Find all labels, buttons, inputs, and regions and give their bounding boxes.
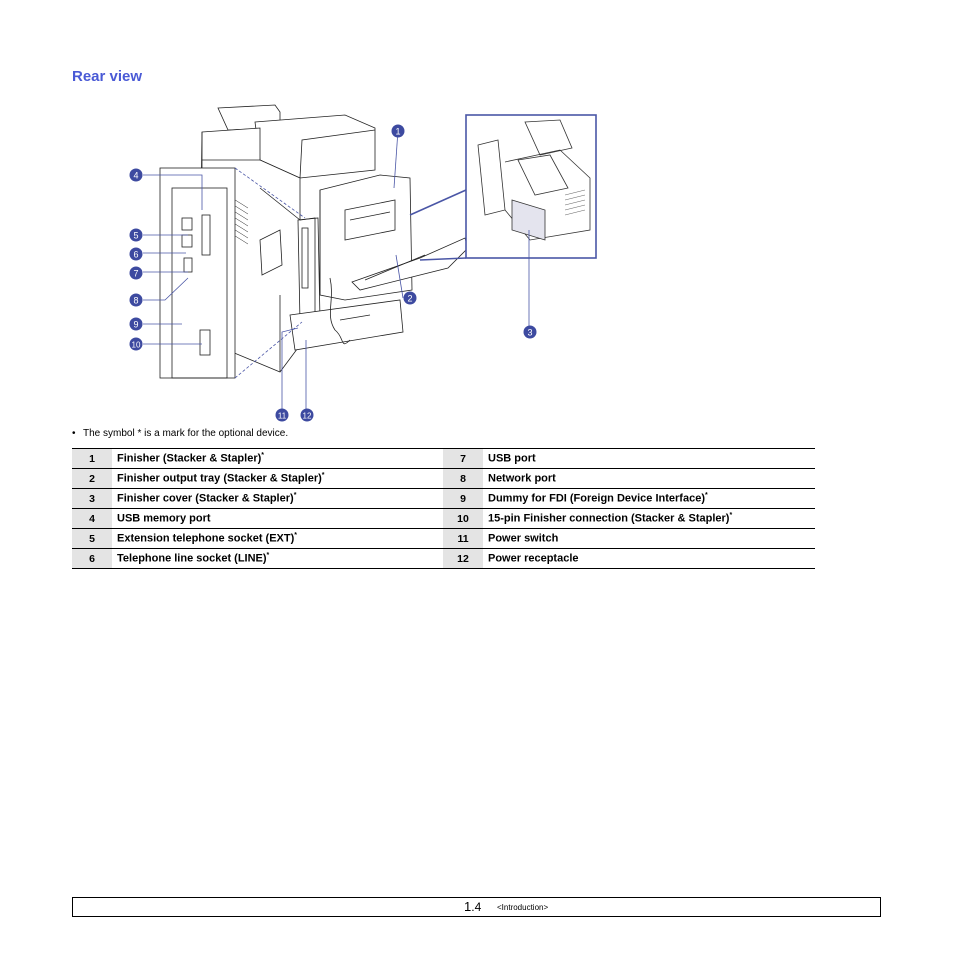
part-number-right-text: 7 — [460, 452, 466, 465]
part-label-right-text: Power switch — [488, 532, 559, 545]
part-number-left: 5 — [72, 528, 112, 549]
svg-text:1: 1 — [395, 127, 400, 137]
parts-table-row: 1 Finisher (Stacker & Stapler)* 7 USB port — [72, 448, 815, 469]
optional-mark: * — [729, 512, 733, 520]
part-label-right: Dummy for FDI (Foreign Device Interface)… — [483, 488, 815, 509]
part-label-right-text: USB port — [488, 452, 536, 465]
svg-text:7: 7 — [133, 269, 138, 279]
callout-2: 2 — [403, 291, 417, 305]
part-number-right: 8 — [443, 468, 483, 489]
part-label-right: Power switch — [483, 528, 815, 549]
optional-mark: * — [266, 552, 270, 560]
part-number-left: 4 — [72, 508, 112, 529]
part-number-right: 7 — [443, 448, 483, 469]
part-label-left: Telephone line socket (LINE)* — [112, 548, 443, 569]
part-number-left: 6 — [72, 548, 112, 569]
parts-table-row: 4 USB memory port 10 15-pin Finisher connec… — [72, 508, 815, 529]
note-text: The symbol * is a mark for the optional … — [83, 428, 289, 439]
optional-mark: * — [293, 492, 297, 500]
part-number-left-text: 2 — [89, 472, 95, 485]
part-number-right-text: 9 — [460, 492, 466, 505]
printer-rear-view-illustration: 1 2 3 4 5 6 7 8 9 10 11 12 — [129, 104, 597, 422]
part-number-left-text: 6 — [89, 552, 95, 565]
part-label-right-text: Network port — [488, 472, 556, 485]
optional-mark: * — [321, 472, 325, 480]
part-number-left: 3 — [72, 488, 112, 509]
part-number-right: 9 — [443, 488, 483, 509]
part-label-left-text: Extension telephone socket (EXT) — [117, 532, 295, 545]
section-name: <Introduction> — [497, 903, 549, 912]
callout-12: 12 — [300, 408, 314, 422]
callout-6: 6 — [129, 247, 143, 261]
callout-8: 8 — [129, 293, 143, 307]
part-number-left-text: 5 — [89, 532, 95, 545]
parts-table-row: 5 Extension telephone socket (EXT)* 11 Powe… — [72, 528, 815, 549]
part-number-right: 12 — [443, 548, 483, 569]
parts-table-row: 6 Telephone line socket (LINE)* 12 Power re… — [72, 548, 815, 569]
svg-text:11: 11 — [278, 412, 287, 421]
part-label-right-text: Power receptacle — [488, 552, 579, 565]
part-label-left-text: Finisher cover (Stacker & Stapler) — [117, 492, 294, 505]
part-number-left: 1 — [72, 448, 112, 469]
parts-table-row: 2 Finisher output tray (Stacker & Stapler… — [72, 468, 815, 489]
part-label-left-text: USB memory port — [117, 512, 211, 525]
part-number-left-text: 1 — [89, 452, 95, 465]
svg-text:6: 6 — [133, 250, 138, 260]
callout-10: 10 — [129, 337, 143, 351]
callout-1: 1 — [391, 124, 405, 138]
svg-text:10: 10 — [132, 341, 141, 350]
callout-5: 5 — [129, 228, 143, 242]
part-number-right-text: 8 — [460, 472, 466, 485]
svg-text:3: 3 — [527, 328, 532, 338]
callout-7: 7 — [129, 266, 143, 280]
part-label-right: Network port — [483, 468, 815, 489]
part-number-right: 10 — [443, 508, 483, 529]
optional-mark: * — [705, 492, 708, 500]
part-label-left: USB memory port — [112, 508, 443, 529]
bullet-mark: • — [72, 428, 76, 439]
optional-mark: * — [294, 532, 297, 540]
part-number-left-text: 3 — [89, 492, 95, 505]
svg-text:8: 8 — [133, 296, 138, 306]
part-label-right-text: Dummy for FDI (Foreign Device Interface) — [488, 492, 705, 505]
part-label-left-text: Finisher (Stacker & Stapler) — [117, 452, 262, 465]
svg-text:12: 12 — [303, 412, 312, 421]
part-label-left: Finisher cover (Stacker & Stapler)* — [112, 488, 443, 509]
part-label-right: 15-pin Finisher connection (Stacker & St… — [483, 508, 815, 529]
callout-3: 3 — [523, 325, 537, 339]
page-minor: .4 — [471, 900, 482, 914]
page-footer: 1.4 <Introduction> — [72, 897, 881, 917]
part-label-right: Power receptacle — [483, 548, 815, 569]
part-label-left-text: Finisher output tray (Stacker & Stapler) — [117, 472, 322, 485]
part-label-right: USB port — [483, 448, 815, 469]
optional-mark: * — [261, 452, 265, 460]
page-number: 1.4 — [464, 899, 481, 914]
part-label-left: Finisher output tray (Stacker & Stapler)… — [112, 468, 443, 489]
svg-text:4: 4 — [133, 171, 138, 181]
section-heading: Rear view — [72, 68, 143, 85]
part-label-left-text: Telephone line socket (LINE) — [117, 552, 267, 565]
part-number-right-text: 10 — [457, 512, 469, 525]
page-major: 1 — [464, 899, 472, 914]
callout-9: 9 — [129, 317, 143, 331]
part-label-left: Finisher (Stacker & Stapler)* — [112, 448, 443, 469]
callout-11: 11 — [275, 408, 289, 422]
callout-markers: 1 2 3 4 5 6 7 8 9 10 11 12 — [129, 124, 537, 422]
part-number-left-text: 4 — [89, 512, 95, 525]
part-number-right: 11 — [443, 528, 483, 549]
part-number-right-text: 11 — [457, 532, 469, 545]
callout-4: 4 — [129, 168, 143, 182]
part-number-left: 2 — [72, 468, 112, 489]
part-number-right-text: 12 — [457, 552, 469, 565]
svg-text:5: 5 — [133, 231, 138, 241]
optional-symbol-note: • The symbol * is a mark for the optional… — [72, 428, 288, 439]
part-label-right-text: 15-pin Finisher connection (Stacker & St… — [488, 512, 730, 525]
svg-text:9: 9 — [133, 320, 138, 330]
svg-text:2: 2 — [407, 294, 412, 304]
part-label-left: Extension telephone socket (EXT)* — [112, 528, 443, 549]
